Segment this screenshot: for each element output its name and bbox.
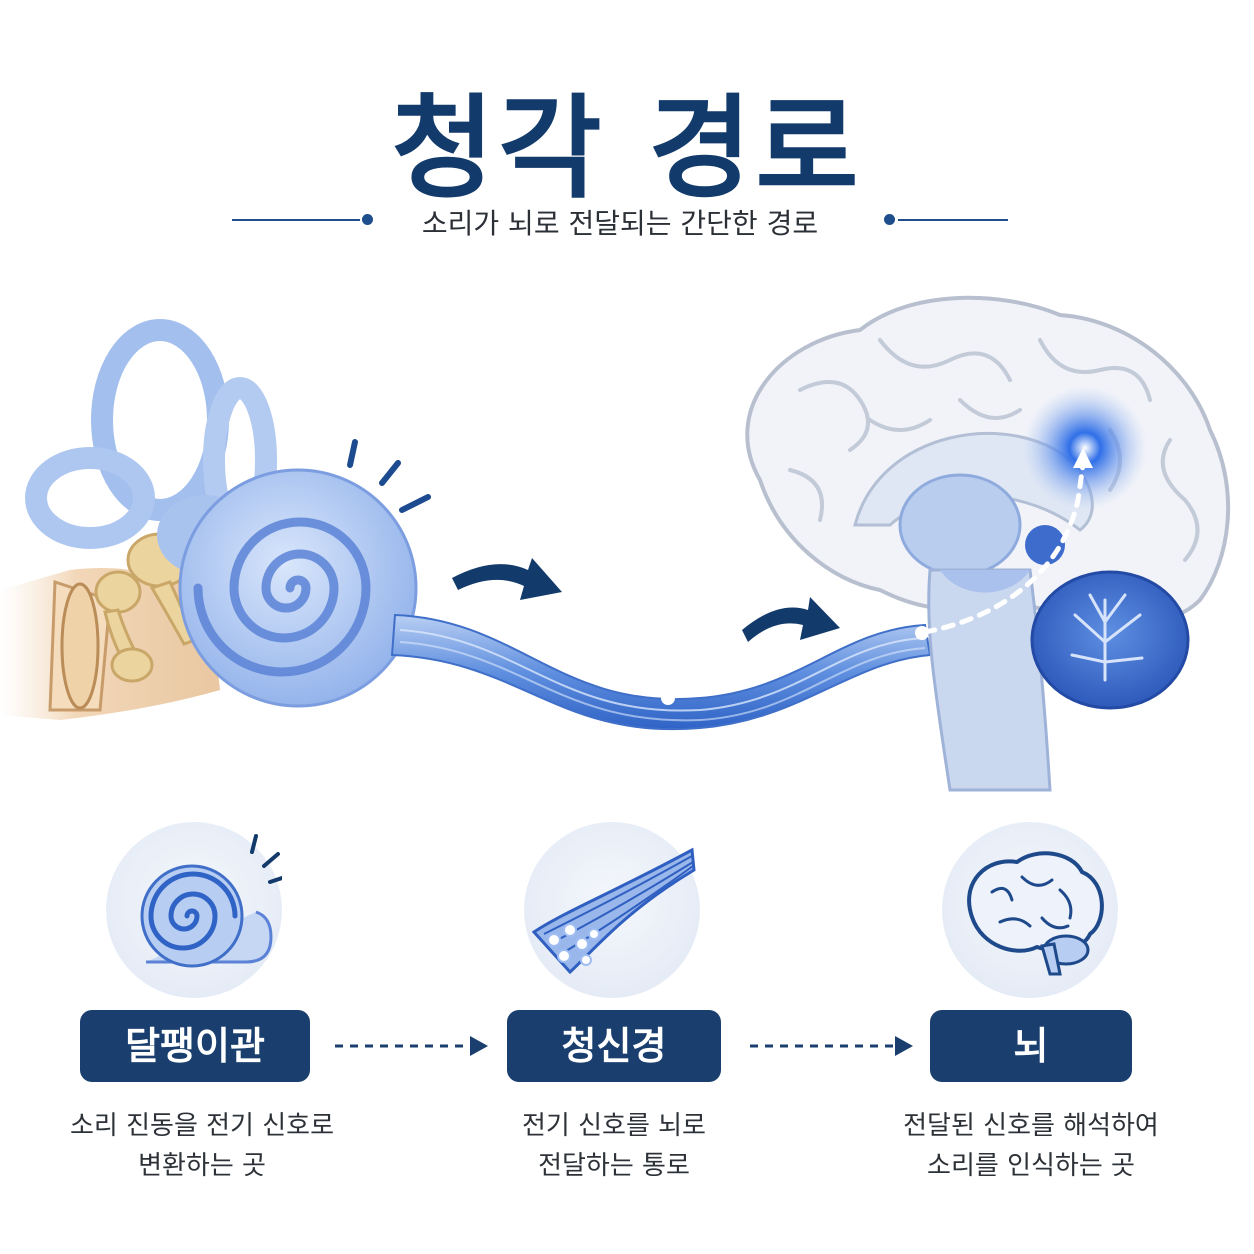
step-3-desc-line-2: 소리를 인식하는 곳	[927, 1151, 1135, 1181]
step-1-icon-circle	[106, 822, 282, 998]
step-1-description: 소리 진동을 전기 신호로 변환하는 곳	[22, 1106, 382, 1186]
auditory-nerve	[390, 613, 932, 731]
auditory-pathway-illustration	[0, 295, 1231, 792]
auditory-cortex-glow	[1023, 386, 1147, 510]
subtitle-row: 소리가 뇌로 전달되는 간단한 경로	[232, 200, 1008, 240]
page-title: 청각 경로	[391, 84, 863, 214]
nerve-fiber-icon	[531, 847, 696, 975]
dashed-arrows	[335, 1036, 913, 1056]
step-2-label: 청신경	[507, 1010, 721, 1082]
step-2-desc-line-1: 전기 신호를 뇌로	[522, 1111, 706, 1141]
subtitle-left-line	[232, 219, 360, 221]
step-3-label: 뇌	[930, 1010, 1132, 1082]
subtitle-right-dot	[884, 214, 895, 225]
step-2-icon-circle	[524, 822, 700, 998]
page-subtitle: 소리가 뇌로 전달되는 간단한 경로	[421, 207, 819, 240]
vibration-lines	[347, 439, 431, 513]
brain-icon	[967, 851, 1104, 976]
arrow-2-head	[895, 1036, 913, 1056]
step-1-desc-line-2: 변환하는 곳	[138, 1151, 266, 1181]
cochlea	[178, 468, 418, 708]
step-1-label: 달팽이관	[80, 1010, 310, 1082]
step-3-description: 전달된 신호를 해석하여 소리를 인식하는 곳	[851, 1106, 1211, 1186]
brain	[745, 295, 1231, 792]
arrow-1-head	[470, 1036, 488, 1056]
step-1-desc-line-1: 소리 진동을 전기 신호로	[70, 1111, 334, 1141]
subtitle-right-line	[898, 219, 1008, 221]
step-2-desc-line-2: 전달하는 통로	[538, 1151, 690, 1181]
semicircular-canals	[25, 319, 277, 549]
step-2-description: 전기 신호를 뇌로 전달하는 통로	[434, 1106, 794, 1186]
flow-arrows	[452, 558, 840, 642]
cochlea-icon	[140, 834, 282, 968]
step-3-icon-circle	[942, 822, 1118, 998]
subtitle-left-dot	[362, 214, 373, 225]
step-3-desc-line-1: 전달된 신호를 해석하여	[903, 1111, 1159, 1141]
